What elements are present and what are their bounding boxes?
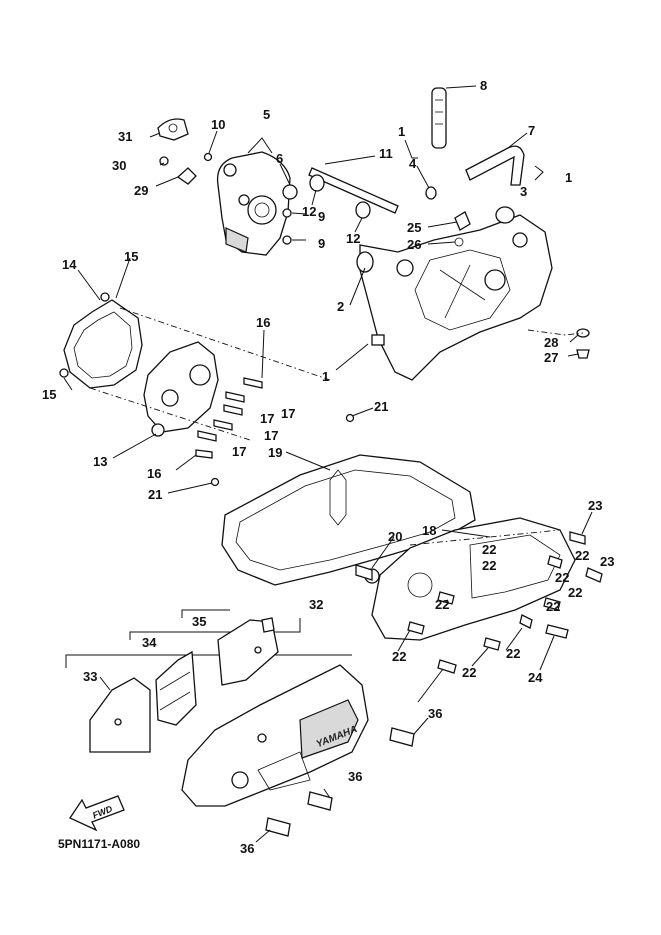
callout-21: 21 (148, 487, 162, 502)
callout-11: 11 (379, 146, 393, 161)
callout-22: 22 (546, 599, 560, 614)
callout-13: 13 (93, 454, 107, 469)
callout-22: 22 (506, 646, 520, 661)
callout-1: 1 (322, 369, 329, 384)
callout-16: 16 (147, 466, 161, 481)
callout-22: 22 (392, 649, 406, 664)
callout-19: 19 (268, 445, 282, 460)
lead-lines-bottom (65, 609, 352, 668)
callout-20: 20 (388, 529, 402, 544)
fwd-arrow-icon: FWD (69, 795, 125, 832)
callout-28: 28 (544, 335, 558, 350)
callout-1: 1 (565, 170, 572, 185)
callout-26: 26 (407, 237, 421, 252)
bolt-part-27 (527, 328, 590, 359)
callout-25: 25 (407, 220, 421, 235)
cover-part-13 (89, 307, 331, 441)
callout-10: 10 (211, 117, 225, 132)
callout-23: 23 (600, 554, 614, 569)
shaft-part-11 (308, 155, 399, 214)
collar-part-12 (309, 174, 371, 219)
plate-part-33 (89, 677, 151, 753)
callout-1: 1 (398, 124, 405, 139)
hose-clip-part-8 (431, 85, 477, 149)
callout-31: 31 (118, 129, 132, 144)
callout-22: 22 (575, 548, 589, 563)
callout-12: 12 (346, 231, 360, 246)
callout-12: 12 (302, 204, 316, 219)
callout-36: 36 (240, 841, 254, 856)
callout-17: 17 (281, 406, 295, 421)
callout-23: 23 (588, 498, 602, 513)
callout-22: 22 (462, 665, 476, 680)
plate-part-34 (155, 650, 197, 726)
callout-9: 9 (318, 209, 325, 224)
callout-22: 22 (555, 570, 569, 585)
callout-17: 17 (264, 428, 278, 443)
callout-17: 17 (232, 444, 246, 459)
callout-35: 35 (192, 614, 206, 629)
callout-labels: 8 7 1 4 1 3 5 10 31 30 29 6 11 12 12 9 9… (42, 78, 614, 856)
hose-part-7 (465, 132, 528, 186)
callout-15: 15 (124, 249, 138, 264)
callout-21: 21 (374, 399, 388, 414)
gasket-part-14 (59, 292, 143, 389)
cover-part-18 (355, 517, 603, 674)
callout-4: 4 (409, 156, 417, 171)
small-parts-top-left (157, 118, 292, 245)
callout-33: 33 (83, 669, 97, 684)
outer-cover-part-32: YAMAHA (181, 664, 369, 807)
callout-17: 17 (260, 411, 274, 426)
callout-7: 7 (528, 123, 535, 138)
callout-32: 32 (309, 597, 323, 612)
callout-3: 3 (520, 184, 527, 199)
callout-18: 18 (422, 523, 436, 538)
part-code: 5PN1171-A080 (58, 837, 140, 851)
callout-8: 8 (480, 78, 487, 93)
callout-22: 22 (482, 542, 496, 557)
callout-34: 34 (142, 635, 157, 650)
callout-24: 24 (528, 670, 543, 685)
callout-22: 22 (482, 558, 496, 573)
crankcase-left-part-5 (216, 137, 298, 256)
callout-22: 22 (435, 597, 449, 612)
small-parts-case (335, 139, 544, 371)
callout-29: 29 (134, 183, 148, 198)
bolts-cover-13 (195, 377, 263, 459)
callout-27: 27 (544, 350, 558, 365)
callout-14: 14 (62, 257, 77, 272)
callout-15: 15 (42, 387, 56, 402)
crankcase-right-part-1 (356, 206, 553, 381)
callout-36: 36 (348, 769, 362, 784)
callout-9: 9 (318, 236, 325, 251)
callout-16: 16 (256, 315, 270, 330)
callout-30: 30 (112, 158, 126, 173)
callout-36: 36 (428, 706, 442, 721)
plate-part-35 (217, 617, 279, 686)
bolts-part-36 (265, 727, 415, 837)
callout-22: 22 (568, 585, 582, 600)
callout-5: 5 (263, 107, 270, 122)
callout-2: 2 (337, 299, 344, 314)
leader-lines (63, 130, 593, 843)
callout-6: 6 (276, 151, 283, 166)
